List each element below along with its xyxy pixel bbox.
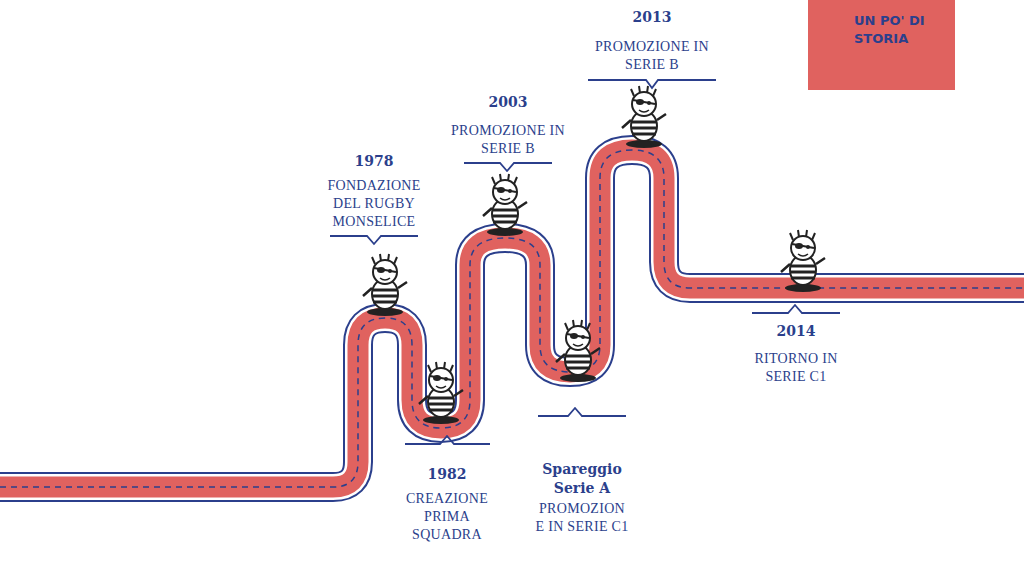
mascot <box>483 174 527 236</box>
year-label: 1978 <box>314 152 434 170</box>
event-label: PROMOZIONE IN SERIE B <box>582 38 722 74</box>
mascot <box>781 230 825 292</box>
event-label: PROMOZION E IN SERIE C1 <box>534 500 630 536</box>
mascot <box>556 320 600 382</box>
callout-marker <box>752 305 840 313</box>
callout-marker <box>464 163 552 171</box>
event-heading: Spareggio Serie A <box>527 460 637 498</box>
mascot <box>363 254 407 316</box>
title-panel: UN PO' DI STORIA <box>808 0 955 90</box>
road <box>0 150 1024 487</box>
year-label: 2013 <box>592 8 712 26</box>
event-label: PROMOZIONE IN SERIE B <box>438 122 578 158</box>
mascots <box>363 86 825 424</box>
event-label: CREAZIONE PRIMA SQUADRA <box>395 490 499 544</box>
event-label: RITORNO IN SERIE C1 <box>736 350 856 386</box>
year-label: 1982 <box>392 465 502 483</box>
callout-marker <box>330 236 418 244</box>
page-title: UN PO' DI STORIA <box>854 12 950 48</box>
year-label: 2003 <box>448 93 568 111</box>
mascot <box>419 362 463 424</box>
callout-markers <box>330 80 840 444</box>
mascot <box>622 86 666 148</box>
callout-marker <box>538 408 626 416</box>
callout-marker <box>588 80 716 88</box>
event-label: FONDAZIONE DEL RUGBY MONSELICE <box>318 177 430 231</box>
callout-marker <box>405 436 490 444</box>
year-label: 2014 <box>736 322 856 340</box>
